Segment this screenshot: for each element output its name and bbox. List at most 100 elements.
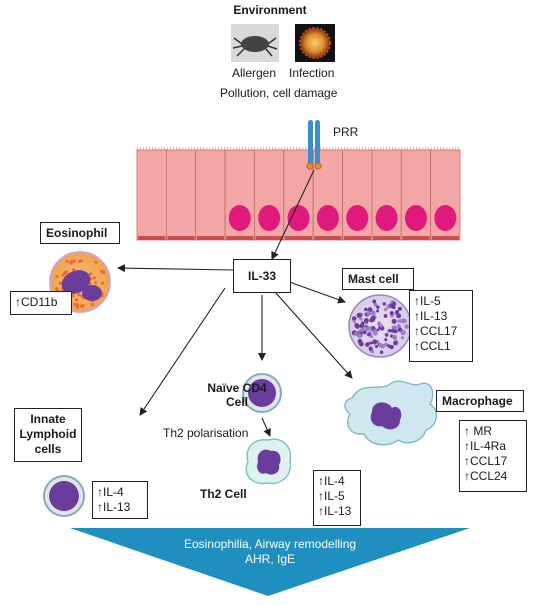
epithelial-cilium	[382, 146, 385, 151]
epithelial-cilium	[379, 146, 382, 151]
mast-cell-granule	[359, 323, 365, 329]
eosinophil-granule	[61, 273, 65, 277]
epithelial-cilium	[298, 146, 301, 151]
infection-label: Infection	[289, 66, 335, 80]
epithelial-cilium	[208, 146, 211, 151]
epithelial-cilium	[340, 146, 343, 151]
epithelial-cilium	[142, 146, 145, 151]
mast-cell-granule	[352, 319, 356, 324]
outcome-text: Eosinophilia, Airway remodelling AHR, Ig…	[170, 537, 370, 567]
epithelial-cilium	[139, 146, 142, 151]
epithelial-cell	[136, 149, 167, 241]
eosinophil-markers-box: ↑CD11b	[10, 291, 72, 315]
mast-cell-granule	[354, 323, 359, 328]
ilc-title-line2: Lymphoid	[19, 427, 77, 441]
mast-cell-granule	[376, 328, 380, 332]
marker-il13: ↑IL-13	[414, 309, 448, 323]
macrophage-title-box: Macrophage	[436, 390, 524, 412]
mast-cell-granule	[392, 334, 397, 340]
epithelial-cilium	[268, 146, 271, 151]
eosinophil-title: Eosinophil	[46, 226, 108, 240]
eosinophil-granule	[78, 259, 82, 263]
epithelial-cell	[195, 149, 226, 241]
epithelial-cilium	[148, 146, 151, 151]
epithelial-nucleus	[316, 205, 339, 231]
mast-cell	[348, 294, 412, 358]
epithelial-cilium	[175, 146, 178, 151]
mast-cell-granule	[391, 325, 395, 329]
mast-cell-granule	[354, 331, 359, 336]
eosinophil-granule	[72, 259, 76, 263]
epithelial-cilium	[235, 146, 238, 151]
mast-cell-granule	[386, 304, 391, 309]
eosinophil-granule	[89, 272, 93, 276]
macrophage-cell	[344, 380, 437, 446]
epithelial-cilium	[301, 146, 304, 151]
epithelial-cilium	[403, 146, 406, 151]
epithelial-cilium	[358, 146, 361, 151]
mast-cell-granule	[357, 338, 363, 344]
pollution-label: Pollution, cell damage	[220, 86, 338, 100]
allergen-image	[231, 24, 279, 62]
epithelial-cilium	[256, 146, 259, 151]
mast-cell-granule	[404, 324, 409, 329]
epithelial-cilium	[220, 146, 223, 151]
epithelial-nucleus	[346, 205, 369, 231]
eosinophil-title-box: Eosinophil	[40, 222, 120, 244]
epithelial-cilium	[286, 146, 289, 151]
mast-cell-granule	[378, 343, 382, 347]
epithelial-cilium	[241, 146, 244, 151]
mast-cell-granule	[356, 312, 362, 318]
epithelial-cilium	[277, 146, 280, 151]
th2-markers-box: ↑IL-4 ↑IL-5 ↑IL-13	[313, 470, 361, 526]
mast-cell-granule	[376, 305, 380, 309]
epithelial-cilium	[319, 146, 322, 151]
mast-cell-granule	[400, 336, 405, 340]
mast-cell-granule	[380, 343, 386, 349]
epithelial-cilium	[334, 146, 337, 151]
mast-cell-granule	[389, 344, 394, 350]
epithelial-cilium	[232, 146, 235, 151]
epithelial-cilium	[454, 146, 457, 151]
epithelial-cilium	[412, 146, 415, 151]
ilc-cell	[43, 475, 85, 517]
epithelial-cilium	[271, 146, 274, 151]
marker-il5: ↑IL-5	[414, 294, 441, 308]
mast-cell-granule	[363, 318, 369, 323]
epithelial-cilium	[247, 146, 250, 151]
marker-ccl24: ↑CCL24	[464, 469, 508, 483]
epithelial-cilium	[253, 146, 256, 151]
epithelial-cell-base	[402, 236, 430, 240]
epithelial-cell-base	[343, 236, 371, 240]
epithelial-cell-base	[226, 236, 254, 240]
epithelial-cilium	[196, 146, 199, 151]
allergen-label: Allergen	[232, 66, 277, 80]
eosinophil-granule	[92, 276, 96, 280]
mast-cell-granule	[372, 331, 378, 336]
epithelial-cilium	[136, 146, 139, 151]
epithelial-cilium	[250, 146, 253, 151]
infection-image	[295, 24, 335, 62]
epithelial-cilium	[211, 146, 214, 151]
il33-label: IL-33	[247, 269, 276, 283]
epithelial-cilium	[223, 146, 226, 151]
mast-cell-granule	[372, 339, 378, 345]
epithelial-cilium	[217, 146, 220, 151]
epithelial-cilium	[415, 146, 418, 151]
epithelial-cilium	[226, 146, 229, 151]
mast-cell-granule	[393, 340, 398, 346]
epithelial-cilium	[388, 146, 391, 151]
epithelial-cell-base	[284, 236, 313, 240]
epithelial-cilium	[409, 146, 412, 151]
epithelial-cilium	[400, 146, 403, 151]
marker-ilc-il13: ↑IL-13	[97, 500, 131, 514]
epithelial-nucleus	[375, 205, 398, 231]
mast-cell-granule	[372, 299, 377, 304]
naive-cd4-label-line1: Naïve CD4	[207, 381, 267, 395]
epithelial-cilium	[418, 146, 421, 151]
mast-cell-granule	[384, 308, 388, 312]
epithelial-nucleus	[434, 205, 457, 231]
arrows	[117, 169, 353, 437]
epithelial-cilium	[184, 146, 187, 151]
epithelial-nucleus	[258, 205, 281, 231]
